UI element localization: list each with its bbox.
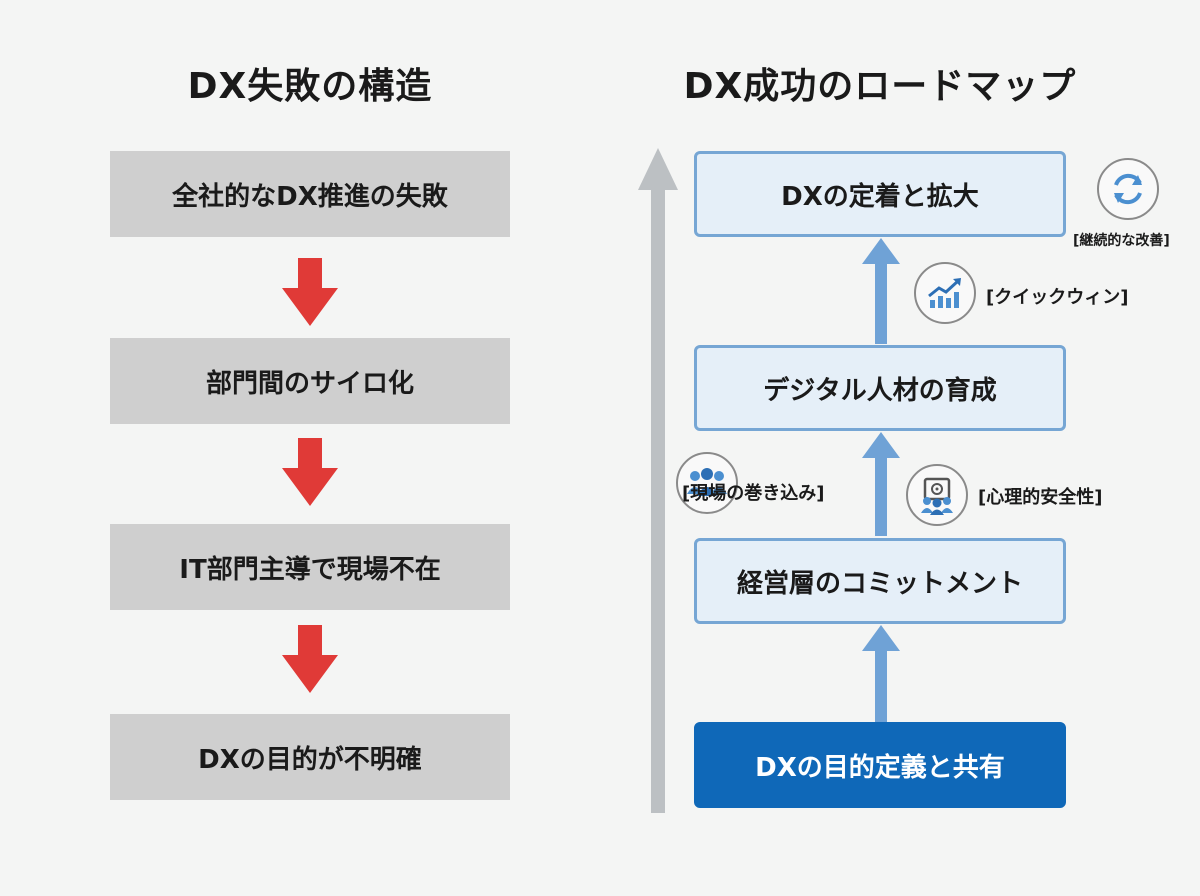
- roadmap-step-establish-expand: DXの定着と拡大: [694, 151, 1066, 237]
- red-down-arrow: [282, 625, 338, 693]
- roadmap-step-talent: デジタル人材の育成: [694, 345, 1066, 431]
- blue-up-arrow: [862, 625, 900, 722]
- red-down-arrow: [282, 438, 338, 506]
- people-group-icon: [676, 452, 738, 514]
- failure-step-unclear-purpose: DXの目的が不明確: [110, 714, 510, 800]
- roadmap-step-define-purpose: DXの目的定義と共有: [694, 722, 1066, 808]
- failure-step-it-led: IT部門主導で現場不在: [110, 524, 510, 610]
- roadmap-step-commitment: 経営層のコミットメント: [694, 538, 1066, 624]
- safe-person-icon: [906, 464, 968, 526]
- quick-win-label: [クイックウィン]: [986, 287, 1129, 308]
- progress-axis-arrow: [638, 148, 678, 813]
- failure-structure-title: DX失敗の構造: [187, 66, 433, 107]
- blue-up-arrow: [862, 238, 900, 344]
- failure-step-silos: 部門間のサイロ化: [110, 338, 510, 424]
- psychological-safety-label: [心理的安全性]: [978, 487, 1103, 508]
- refresh-cycle-icon: [1097, 158, 1159, 220]
- failure-step-company-wide: 全社的なDX推進の失敗: [110, 151, 510, 237]
- field-involvement-label: [現場の巻き込み]: [682, 483, 825, 504]
- blue-up-arrow: [862, 432, 900, 536]
- continuous-improvement-label: [継続的な改善]: [1073, 233, 1170, 249]
- trend-up-chart-icon: [914, 262, 976, 324]
- red-down-arrow: [282, 258, 338, 326]
- success-roadmap-title: DX成功のロードマップ: [683, 66, 1077, 107]
